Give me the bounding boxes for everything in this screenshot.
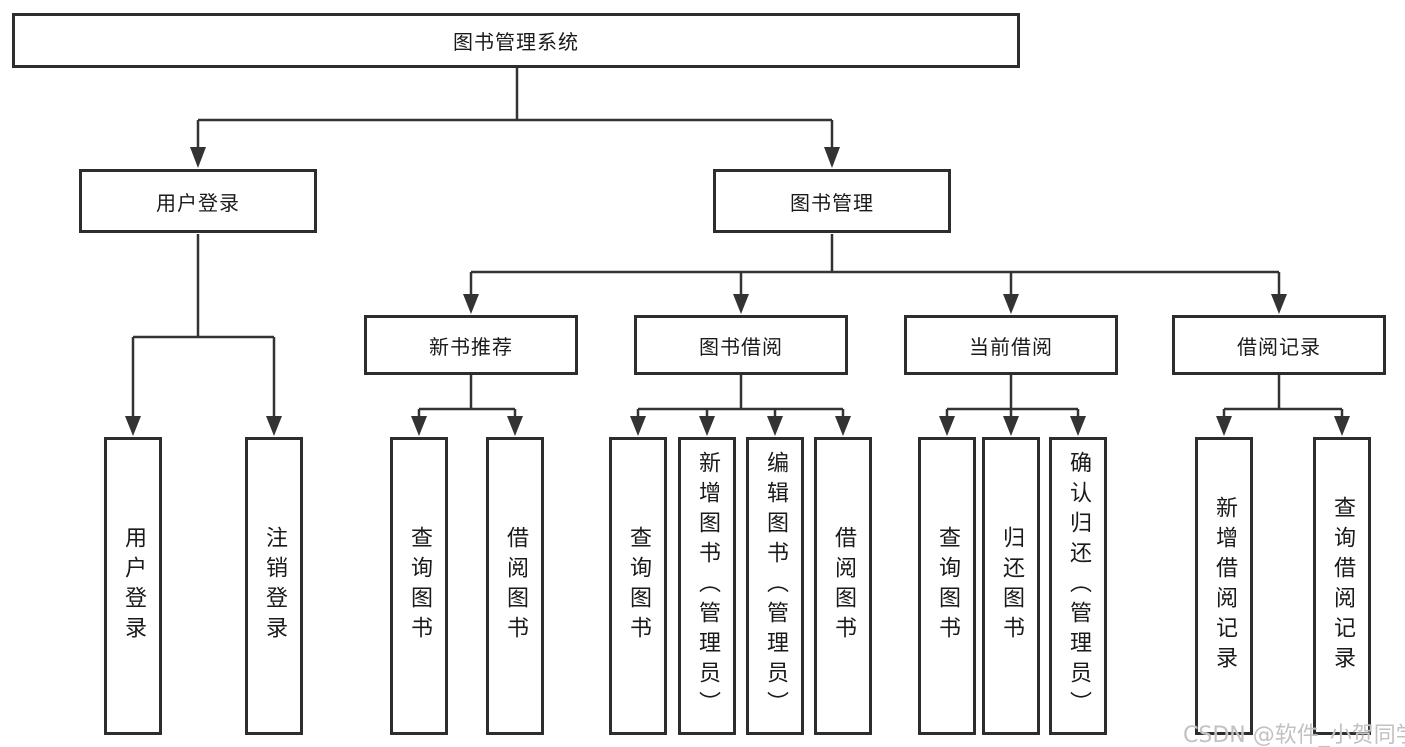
edge-root-to-level2 — [196, 68, 834, 148]
node-user-login: 用户登录 — [79, 169, 317, 233]
edge-userlogin-to-leaves — [131, 234, 276, 417]
leaf-label: 用户登录 — [121, 526, 146, 646]
leaf-query-borrow-record: 查询借阅记录 — [1313, 437, 1371, 735]
leaf-query-books-borrowing: 查询图书 — [609, 437, 667, 735]
leaf-logout: 注销登录 — [245, 437, 303, 735]
leaf-label: 借阅图书 — [831, 526, 856, 646]
node-book-borrowing: 图书借阅 — [634, 315, 848, 375]
node-book-management: 图书管理 — [713, 169, 951, 233]
leaf-label: 新增借阅记录 — [1212, 496, 1237, 676]
edge-newbook-to-leaves — [417, 375, 517, 417]
node-library-management-system: 图书管理系统 — [12, 13, 1020, 68]
arrowheads — [125, 147, 1350, 436]
leaf-label: 查询图书 — [935, 526, 960, 646]
leaf-add-books-admin: 新增图书（管理员） — [678, 437, 736, 735]
leaf-label: 注销登录 — [262, 526, 287, 646]
node-borrowing-records: 借阅记录 — [1172, 315, 1386, 375]
node-label: 图书借阅 — [699, 334, 783, 359]
leaf-label: 查询借阅记录 — [1330, 496, 1355, 676]
leaf-borrow-books-borrowing: 借阅图书 — [814, 437, 872, 735]
leaf-borrow-books-recommend: 借阅图书 — [486, 437, 544, 735]
node-label: 图书管理系统 — [453, 30, 579, 54]
node-label: 用户登录 — [156, 190, 240, 215]
csdn-watermark: CSDN @软件_小贺同学 — [1183, 723, 1405, 747]
leaf-label: 确认归还（管理员） — [1066, 451, 1091, 721]
leaf-label: 借阅图书 — [503, 526, 528, 646]
edge-borrowing-to-leaves — [636, 375, 845, 417]
edge-bookmgmt-to-level3 — [469, 234, 1281, 295]
edge-current-to-leaves — [945, 375, 1080, 417]
leaf-confirm-return-admin: 确认归还（管理员） — [1049, 437, 1107, 735]
node-label: 当前借阅 — [969, 334, 1053, 359]
leaf-edit-books-admin: 编辑图书（管理员） — [746, 437, 804, 735]
leaf-return-books: 归还图书 — [982, 437, 1040, 735]
leaf-query-books-current: 查询图书 — [918, 437, 976, 735]
leaf-label: 新增图书（管理员） — [695, 451, 720, 721]
leaf-label: 编辑图书（管理员） — [763, 451, 788, 721]
leaf-user-login: 用户登录 — [104, 437, 162, 735]
node-label: 新书推荐 — [429, 334, 513, 359]
node-label: 借阅记录 — [1237, 334, 1321, 359]
leaf-query-books-recommend: 查询图书 — [390, 437, 448, 735]
leaf-label: 归还图书 — [999, 526, 1024, 646]
leaf-label: 查询图书 — [407, 526, 432, 646]
edge-records-to-leaves — [1222, 375, 1344, 417]
node-label: 图书管理 — [790, 190, 874, 215]
node-current-borrowing: 当前借阅 — [904, 315, 1118, 375]
leaf-label: 查询图书 — [626, 526, 651, 646]
node-new-book-recommendation: 新书推荐 — [364, 315, 578, 375]
leaf-add-borrow-record: 新增借阅记录 — [1195, 437, 1253, 735]
